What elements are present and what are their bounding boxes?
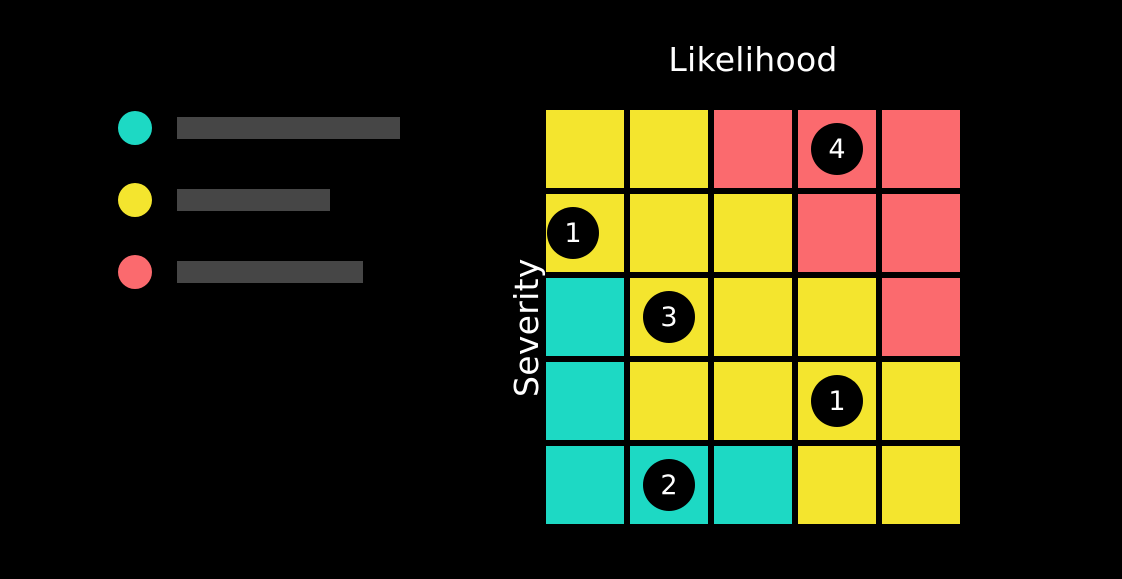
matrix-cell[interactable] — [714, 194, 792, 272]
matrix-cell[interactable] — [882, 110, 960, 188]
matrix-cell[interactable] — [882, 194, 960, 272]
legend-item-label-placeholder — [177, 117, 400, 139]
matrix-cell[interactable] — [630, 362, 708, 440]
matrix-cell[interactable] — [630, 110, 708, 188]
x-axis-label: Likelihood — [668, 40, 838, 79]
legend-item-label-placeholder — [177, 261, 363, 283]
matrix-cell[interactable] — [546, 278, 624, 356]
risk-marker[interactable]: 1 — [547, 207, 599, 259]
legend-item[interactable] — [118, 180, 418, 220]
matrix-cell[interactable] — [798, 194, 876, 272]
matrix-cell[interactable] — [546, 362, 624, 440]
matrix-cell[interactable]: 1 — [798, 362, 876, 440]
red-dot — [118, 255, 152, 289]
legend-item-label-placeholder — [177, 189, 330, 211]
matrix-cell[interactable] — [714, 110, 792, 188]
matrix-cell[interactable] — [882, 362, 960, 440]
matrix-cell[interactable] — [798, 446, 876, 524]
matrix-cell[interactable] — [546, 110, 624, 188]
matrix-cell[interactable]: 2 — [630, 446, 708, 524]
risk-marker[interactable]: 2 — [643, 459, 695, 511]
risk-marker[interactable]: 4 — [811, 123, 863, 175]
matrix-cell[interactable] — [714, 362, 792, 440]
matrix-cell[interactable] — [882, 278, 960, 356]
matrix-cell[interactable]: 4 — [798, 110, 876, 188]
risk-marker[interactable]: 1 — [811, 375, 863, 427]
matrix-cell[interactable] — [546, 446, 624, 524]
matrix-cell[interactable]: 1 — [546, 194, 624, 272]
legend-item[interactable] — [118, 108, 418, 148]
legend-item[interactable] — [118, 252, 418, 292]
risk-marker[interactable]: 3 — [643, 291, 695, 343]
legend — [118, 108, 418, 324]
matrix-cell[interactable] — [630, 194, 708, 272]
yellow-dot — [118, 183, 152, 217]
matrix-cell[interactable] — [714, 446, 792, 524]
matrix-cell[interactable] — [882, 446, 960, 524]
matrix-cell[interactable] — [714, 278, 792, 356]
teal-dot — [118, 111, 152, 145]
matrix-cell[interactable]: 3 — [630, 278, 708, 356]
matrix-cell[interactable] — [798, 278, 876, 356]
y-axis-label: Severity — [507, 258, 546, 397]
